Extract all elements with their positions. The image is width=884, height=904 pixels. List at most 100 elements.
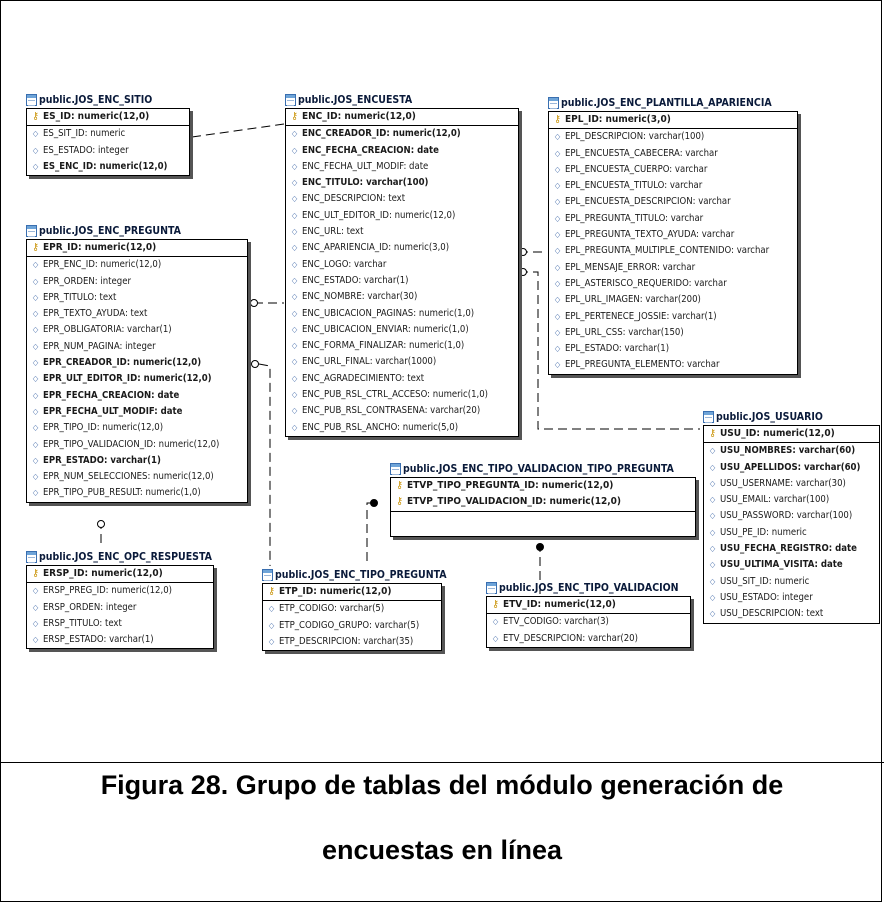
pk-section: ⚷EPL_ID: numeric(3,0): [549, 112, 797, 130]
columns-section: ◇USU_NOMBRES: varchar(60) ◇USU_APELLIDOS…: [704, 443, 879, 622]
column-row: ◇EPR_OBLIGATORIA: varchar(1): [27, 322, 247, 338]
table-icon: [390, 463, 401, 475]
figure-caption-continued: encuestas en línea: [321, 835, 563, 865]
column-row: ◇EPR_ULT_EDITOR_ID: numeric(12,0): [27, 371, 247, 387]
pk-row: ⚷ES_ID: numeric(12,0): [27, 109, 189, 125]
key-icon: ⚷: [32, 111, 39, 122]
pk-row: ⚷ENC_ID: numeric(12,0): [286, 109, 518, 125]
column-row: ◇EPL_ESTADO: varchar(1): [549, 341, 797, 357]
column-row: ◇ENC_APARIENCIA_ID: numeric(3,0): [286, 240, 518, 256]
diamond-icon: ◇: [554, 132, 561, 142]
column-row: ◇EPL_URL_CSS: varchar(150): [549, 325, 797, 341]
diamond-icon: ◇: [291, 145, 298, 155]
column-row: ◇ENC_PUB_RSL_CTRL_ACCESO: numeric(1,0): [286, 387, 518, 403]
columns-section: ◇ETP_CODIGO: varchar(5) ◇ETP_CODIGO_GRUP…: [263, 601, 441, 650]
column-row: ◇ENC_TITULO: varchar(100): [286, 175, 518, 191]
diamond-icon: ◇: [709, 511, 716, 521]
diamond-icon: ◇: [709, 495, 716, 505]
column-row: ◇EPR_TITULO: text: [27, 290, 247, 306]
column-row: ◇EPR_NUM_SELECCIONES: numeric(12,0): [27, 469, 247, 485]
column-row: ◇EPL_ASTERISCO_REQUERIDO: varchar: [549, 276, 797, 292]
column-row: ◇USU_NOMBRES: varchar(60): [704, 443, 879, 459]
diamond-icon: ◇: [709, 609, 716, 619]
pk-row: ⚷ETV_ID: numeric(12,0): [487, 597, 690, 613]
diamond-icon: ◇: [709, 544, 716, 554]
figure-caption: Figura 28. Grupo de tablas del módulo ge…: [100, 770, 784, 800]
diamond-icon: ◇: [291, 406, 298, 416]
column-row: ◇ES_SIT_ID: numeric: [27, 126, 189, 142]
table-body: ⚷ETVP_TIPO_PREGUNTA_ID: numeric(12,0) ⚷E…: [390, 477, 696, 537]
pk-section: ⚷ETV_ID: numeric(12,0): [487, 597, 690, 615]
table-icon: [26, 551, 37, 563]
column-row: ◇EPL_ENCUESTA_DESCRIPCION: varchar: [549, 194, 797, 210]
column-row: ◇EPR_TIPO_VALIDACION_ID: numeric(12,0): [27, 437, 247, 453]
diamond-icon: ◇: [554, 262, 561, 272]
columns-section: ◇ERSP_PREG_ID: numeric(12,0) ◇ERSP_ORDEN…: [27, 583, 213, 648]
diamond-icon: ◇: [32, 439, 39, 449]
column-row: ◇ETP_DESCRIPCION: varchar(35): [263, 634, 441, 650]
columns-section: ◇ETV_CODIGO: varchar(3) ◇ETV_DESCRIPCION…: [487, 614, 690, 647]
column-row: ◇EPL_PREGUNTA_TITULO: varchar: [549, 211, 797, 227]
table-plantilla-apariencia: public.JOS_ENC_PLANTILLA_APARIENCIA ⚷EPL…: [548, 95, 798, 375]
column-row: ◇EPL_PREGUNTA_ELEMENTO: varchar: [549, 357, 797, 373]
table-title: public.JOS_USUARIO: [703, 409, 880, 425]
table-title: public.JOS_ENC_TIPO_VALIDACION_TIPO_PREG…: [390, 461, 696, 477]
column-row: ◇ERSP_ORDEN: integer: [27, 600, 213, 616]
diamond-icon: ◇: [32, 341, 39, 351]
column-row: ◇ENC_LOGO: varchar: [286, 257, 518, 273]
diamond-icon: ◇: [291, 422, 298, 432]
diamond-icon: ◇: [32, 129, 39, 139]
diamond-icon: ◇: [291, 275, 298, 285]
diamond-icon: ◇: [554, 148, 561, 158]
rel-end-dot: [536, 543, 544, 551]
columns-section: ◇ENC_CREADOR_ID: numeric(12,0) ◇ENC_FECH…: [286, 126, 518, 436]
diamond-icon: ◇: [492, 633, 499, 643]
column-row: ◇EPR_CREADOR_ID: numeric(12,0): [27, 355, 247, 371]
diamond-icon: ◇: [554, 230, 561, 240]
table-icon: [26, 94, 37, 106]
rel-end-circle: [250, 299, 258, 307]
column-row: ◇ENC_FORMA_FINALIZAR: numeric(1,0): [286, 338, 518, 354]
diamond-icon: ◇: [291, 210, 298, 220]
diamond-icon: ◇: [291, 341, 298, 351]
key-icon: ⚷: [396, 480, 403, 491]
table-body: ⚷EPR_ID: numeric(12,0) ◇EPR_ENC_ID: nume…: [26, 239, 248, 503]
diamond-icon: ◇: [291, 292, 298, 302]
diamond-icon: ◇: [554, 181, 561, 191]
rel-encuesta-usuario: [519, 271, 700, 430]
column-row: ◇EPL_URL_IMAGEN: varchar(200): [549, 292, 797, 308]
diamond-icon: ◇: [709, 462, 716, 472]
column-row: ◇USU_EMAIL: varchar(100): [704, 492, 879, 508]
key-icon: ⚷: [554, 114, 561, 125]
column-row: ◇USU_ESTADO: integer: [704, 590, 879, 606]
diamond-icon: ◇: [32, 423, 39, 433]
column-row: ◇ENC_FECHA_CREACION: date: [286, 143, 518, 159]
diamond-icon: ◇: [32, 602, 39, 612]
table-body: ⚷ES_ID: numeric(12,0) ◇ES_SIT_ID: numeri…: [26, 108, 190, 177]
column-row: ◇EPL_PREGUNTA_MULTIPLE_CONTENIDO: varcha…: [549, 243, 797, 259]
column-row: ◇EPL_ENCUESTA_TITULO: varchar: [549, 178, 797, 194]
table-icon: [703, 411, 714, 423]
relationship-lines: [97, 123, 700, 596]
pk-row: ⚷ETVP_TIPO_PREGUNTA_ID: numeric(12,0): [391, 478, 695, 494]
column-row: ◇EPR_ENC_ID: numeric(12,0): [27, 257, 247, 273]
diamond-icon: ◇: [291, 194, 298, 204]
columns-section: ◇EPR_ENC_ID: numeric(12,0) ◇EPR_ORDEN: i…: [27, 257, 247, 501]
pk-row: ⚷ETVP_TIPO_VALIDACION_ID: numeric(12,0): [391, 494, 695, 510]
column-row: ◇ENC_DESCRIPCION: text: [286, 191, 518, 207]
rel-end-dot: [370, 499, 378, 507]
table-title: public.JOS_ENC_TIPO_PREGUNTA: [262, 567, 447, 583]
column-row: ◇ENC_AGRADECIMIENTO: text: [286, 371, 518, 387]
table-body: ⚷EPL_ID: numeric(3,0) ◇EPL_DESCRIPCION: …: [548, 111, 798, 375]
diamond-icon: ◇: [32, 358, 39, 368]
diamond-icon: ◇: [32, 260, 39, 270]
column-row: ◇ENC_CREADOR_ID: numeric(12,0): [286, 126, 518, 142]
pk-section: ⚷EPR_ID: numeric(12,0): [27, 240, 247, 258]
column-row: ◇ENC_URL_FINAL: varchar(1000): [286, 354, 518, 370]
pk-section: ⚷ERSP_ID: numeric(12,0): [27, 566, 213, 584]
caption-separator: [0, 762, 884, 763]
column-row: ◇EPL_DESCRIPCION: varchar(100): [549, 129, 797, 145]
diamond-icon: ◇: [291, 373, 298, 383]
table-pregunta: public.JOS_ENC_PREGUNTA ⚷EPR_ID: numeric…: [26, 223, 248, 503]
diamond-icon: ◇: [291, 390, 298, 400]
